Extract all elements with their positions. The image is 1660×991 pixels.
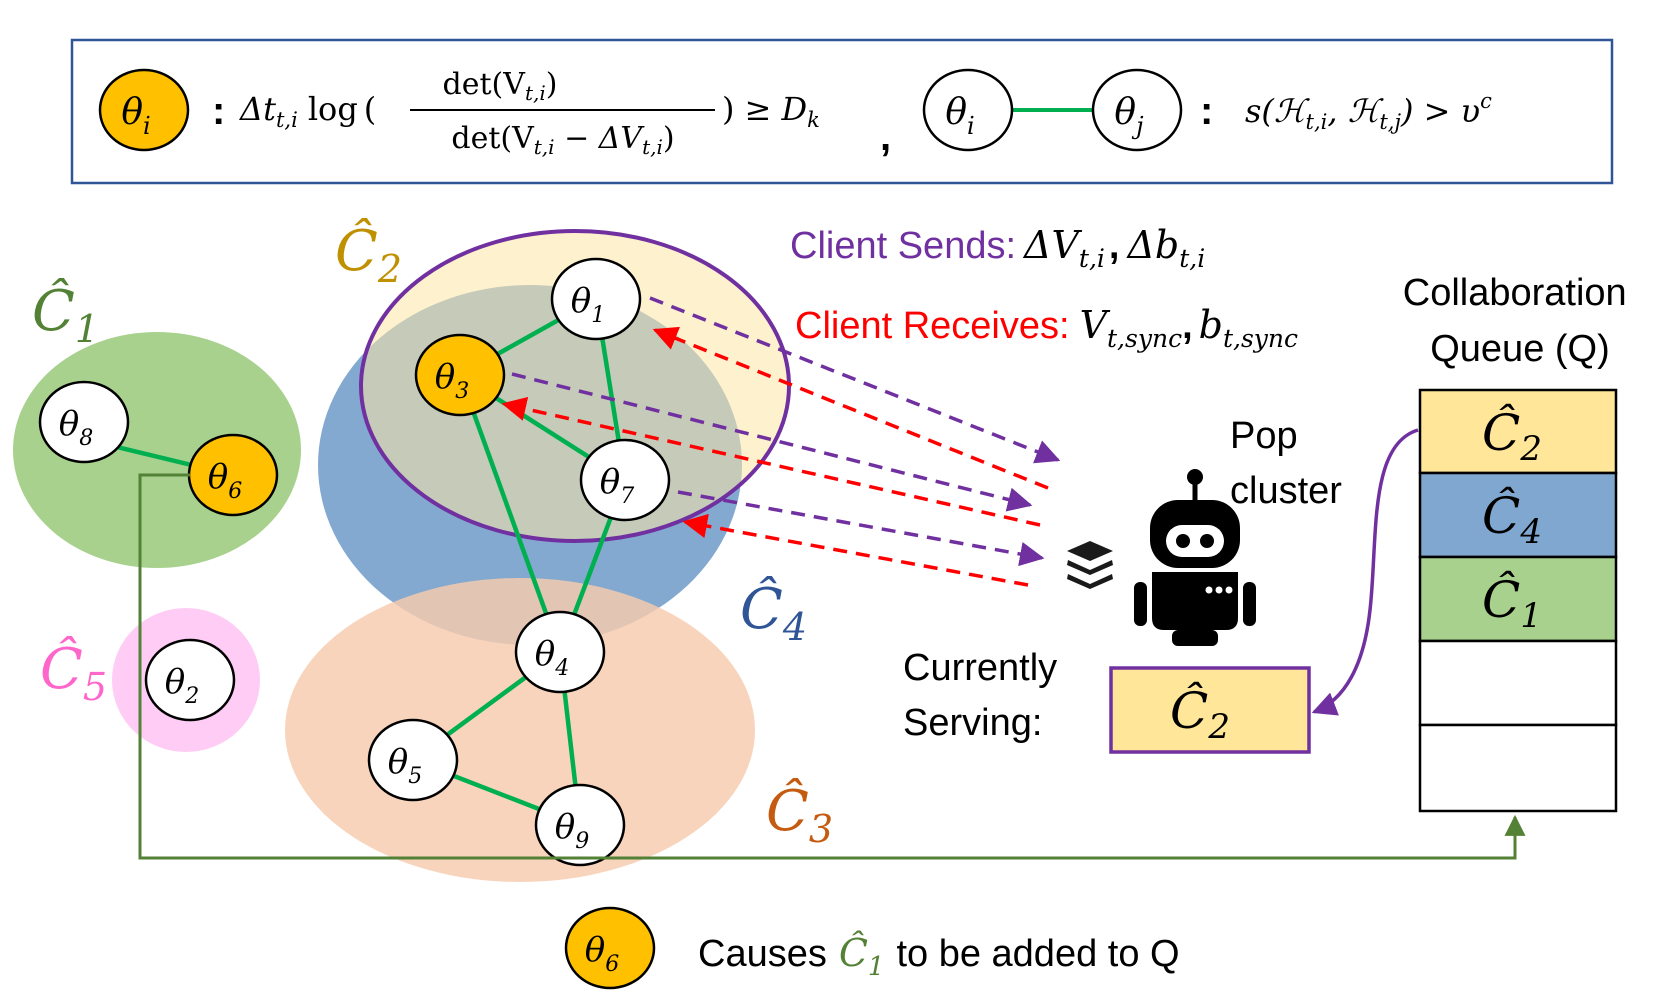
currently-serving-label: Currently Serving: bbox=[903, 647, 1068, 744]
collaboration-queue: Ĉ2 Ĉ4 Ĉ1 bbox=[1418, 388, 1618, 813]
svg-text:θ5: θ5 bbox=[388, 742, 422, 789]
cluster-c4-label: Ĉ4 bbox=[740, 575, 807, 649]
queue-slot-1-label: Ĉ2 bbox=[1482, 403, 1542, 469]
queue-slot-2-label: Ĉ4 bbox=[1482, 486, 1542, 552]
receive-arrow-theta-1 bbox=[652, 326, 1049, 490]
cluster-c5-label: Ĉ5 bbox=[40, 635, 107, 709]
edge-n3-n4 bbox=[457, 374, 563, 653]
node-theta-6: θ6 bbox=[187, 433, 279, 517]
serving-cluster-box: Ĉ2 bbox=[1109, 666, 1311, 754]
receive-arrow-theta-7 bbox=[682, 513, 1029, 587]
svg-text:θ1: θ1 bbox=[571, 281, 605, 328]
queue-slot-3 bbox=[1418, 555, 1618, 643]
legend-colon-1: : bbox=[212, 89, 225, 133]
node-theta-4: θ4 bbox=[514, 610, 606, 694]
svg-text:θ2: θ2 bbox=[165, 662, 199, 709]
svg-text:θ8: θ8 bbox=[59, 404, 93, 451]
legend-separator: , bbox=[880, 115, 891, 159]
client-send-arrows bbox=[511, 296, 1061, 567]
pop-cluster-label: Pop cluster bbox=[1230, 415, 1342, 512]
svg-text:θ6: θ6 bbox=[208, 457, 242, 504]
queue-slot-4 bbox=[1418, 639, 1618, 727]
cluster-c2-region bbox=[359, 229, 791, 543]
cluster-c2-label: Ĉ2 bbox=[335, 217, 402, 291]
client-sends-text: Client Sends:ΔVt,i,Δbt,i bbox=[790, 223, 1205, 273]
svg-text:θ7: θ7 bbox=[600, 462, 634, 509]
legend-edge-example: θi θj bbox=[922, 68, 1183, 152]
svg-text:Ĉ2: Ĉ2 bbox=[1170, 681, 1230, 747]
send-arrow-theta-1 bbox=[649, 296, 1061, 464]
svg-text:θ3: θ3 bbox=[435, 357, 469, 404]
client-receives-text: Client Receives:Vt,sync,bt,sync bbox=[795, 303, 1298, 353]
queue-slot-2 bbox=[1418, 471, 1618, 559]
queue-title: Collaboration Queue (Q) bbox=[1403, 272, 1637, 370]
send-arrow-theta-7 bbox=[677, 490, 1045, 567]
node-theta-5: θ5 bbox=[367, 718, 459, 802]
legend-box bbox=[70, 38, 1614, 185]
send-arrow-theta-3 bbox=[511, 372, 1033, 512]
node-theta-9: θ9 bbox=[534, 783, 626, 867]
robot-icon bbox=[1134, 469, 1256, 646]
queue-slot-3-label: Ĉ1 bbox=[1482, 570, 1542, 636]
cluster-c3-label: Ĉ3 bbox=[766, 777, 833, 851]
footer-node: θ6 bbox=[564, 906, 656, 990]
cluster-c3-region bbox=[285, 578, 755, 882]
svg-text:θi: θi bbox=[121, 92, 150, 140]
layers-icon bbox=[1067, 541, 1113, 589]
node-theta-2: θ2 bbox=[144, 638, 236, 722]
cluster-c1-label: Ĉ1 bbox=[32, 277, 99, 351]
node-theta-8: θ8 bbox=[38, 380, 130, 464]
svg-text:det(Vt,i): det(Vt,i) bbox=[443, 67, 558, 105]
svg-text:θ4: θ4 bbox=[535, 634, 569, 681]
svg-text:det(Vt,i − ΔVt,i): det(Vt,i − ΔVt,i) bbox=[451, 121, 674, 159]
node-theta-3: θ3 bbox=[414, 333, 506, 417]
legend-colon-2: : bbox=[1200, 89, 1213, 133]
queue-slot-5 bbox=[1418, 723, 1618, 813]
pop-arrow bbox=[1311, 428, 1419, 716]
node-theta-1: θ1 bbox=[550, 257, 642, 341]
enqueue-arrow bbox=[138, 473, 1526, 860]
svg-text:θ9: θ9 bbox=[555, 807, 589, 854]
svg-text:θ6: θ6 bbox=[585, 930, 619, 977]
legend-similarity-formula: s(ℋt,i, ℋt,j) > υc bbox=[1245, 89, 1492, 134]
legend-active-node: θi bbox=[98, 68, 190, 152]
svg-text:)≥ Dk: )≥ Dk bbox=[722, 90, 820, 132]
node-theta-7: θ7 bbox=[579, 438, 671, 522]
client-receive-arrows bbox=[501, 326, 1049, 587]
svg-text:θi: θi bbox=[945, 92, 974, 140]
